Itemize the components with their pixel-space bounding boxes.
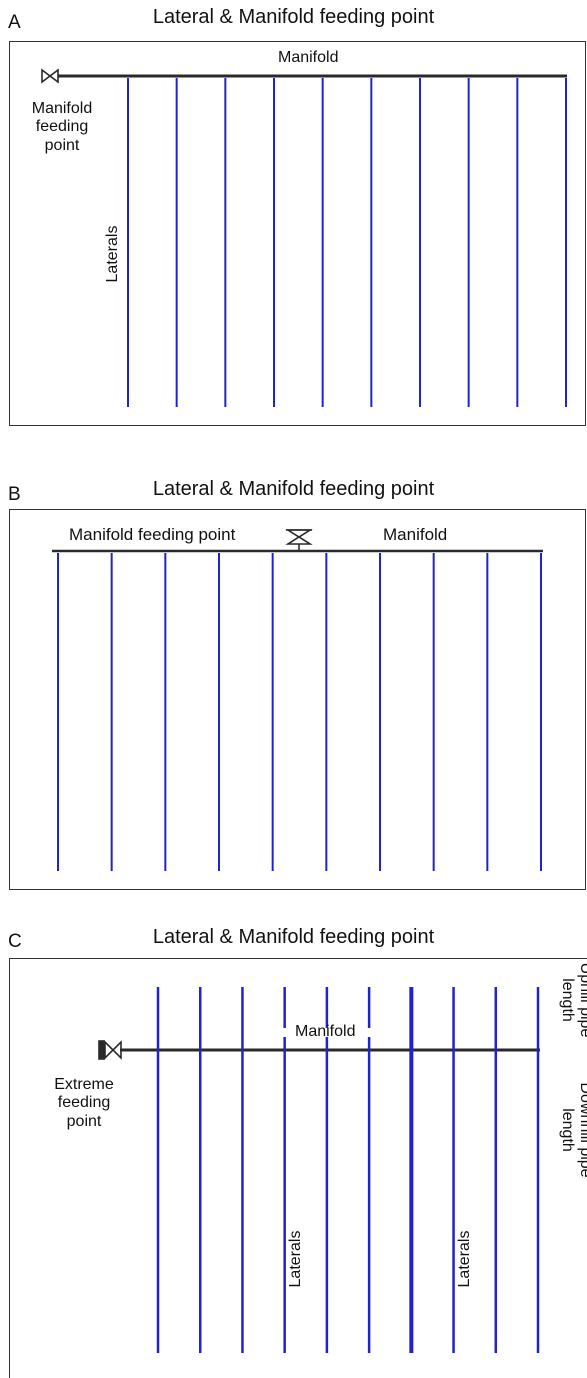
- label-line: Manifold: [31, 100, 93, 117]
- panel-c-title: Lateral & Manifold feeding point: [152, 926, 435, 948]
- label-line: Uphill pipe: [577, 962, 587, 1038]
- panel-c-laterals-right-label: Laterals: [456, 1230, 473, 1288]
- panel-c-downhill-label: Downhill pipe length: [554, 1072, 587, 1188]
- label-line: feeding: [35, 118, 89, 136]
- label-line: Extreme: [54, 1076, 114, 1093]
- panel-b-title: Lateral & Manifold feeding point: [152, 478, 435, 500]
- label-line: feeding: [57, 1094, 111, 1112]
- panel-c-feeding-point-label: Extreme feeding point: [48, 1076, 120, 1131]
- panel-c-manifold-label: Manifold: [295, 1023, 356, 1040]
- label-line: point: [66, 1112, 102, 1130]
- panel-b-letter: B: [8, 484, 21, 505]
- panel-a-frame: [9, 41, 586, 426]
- label-line: length: [559, 1108, 576, 1152]
- panel-c-diagram: [98, 987, 540, 1353]
- valve-icon: [285, 529, 313, 551]
- panel-a-feeding-point-label: Manifold feeding point: [26, 100, 98, 155]
- panel-c-frame: [9, 958, 587, 1378]
- panel-a-title: Lateral & Manifold feeding point: [152, 6, 435, 28]
- panel-c-laterals-left-label: Laterals: [287, 1230, 304, 1288]
- panel-b-frame: [9, 509, 586, 890]
- panel-a-letter: A: [8, 12, 21, 33]
- valve-icon: [98, 1040, 122, 1060]
- panel-c-uphill-label: Uphill pipe length: [554, 950, 587, 1050]
- panel-a-diagram: [41, 68, 567, 407]
- label-line: point: [44, 136, 80, 154]
- panel-a-laterals-label: Laterals: [104, 225, 121, 283]
- panel-b-diagram: [52, 529, 543, 871]
- panel-a-manifold-label: Manifold: [278, 49, 339, 66]
- label-line: length: [559, 978, 576, 1022]
- valve-icon: [41, 68, 59, 84]
- label-line: Downhill pipe: [577, 1082, 587, 1178]
- panel-c-letter: C: [8, 931, 22, 952]
- panel-b-feeding-point-label: Manifold feeding point: [69, 525, 236, 544]
- panel-b-manifold-label: Manifold: [383, 525, 448, 544]
